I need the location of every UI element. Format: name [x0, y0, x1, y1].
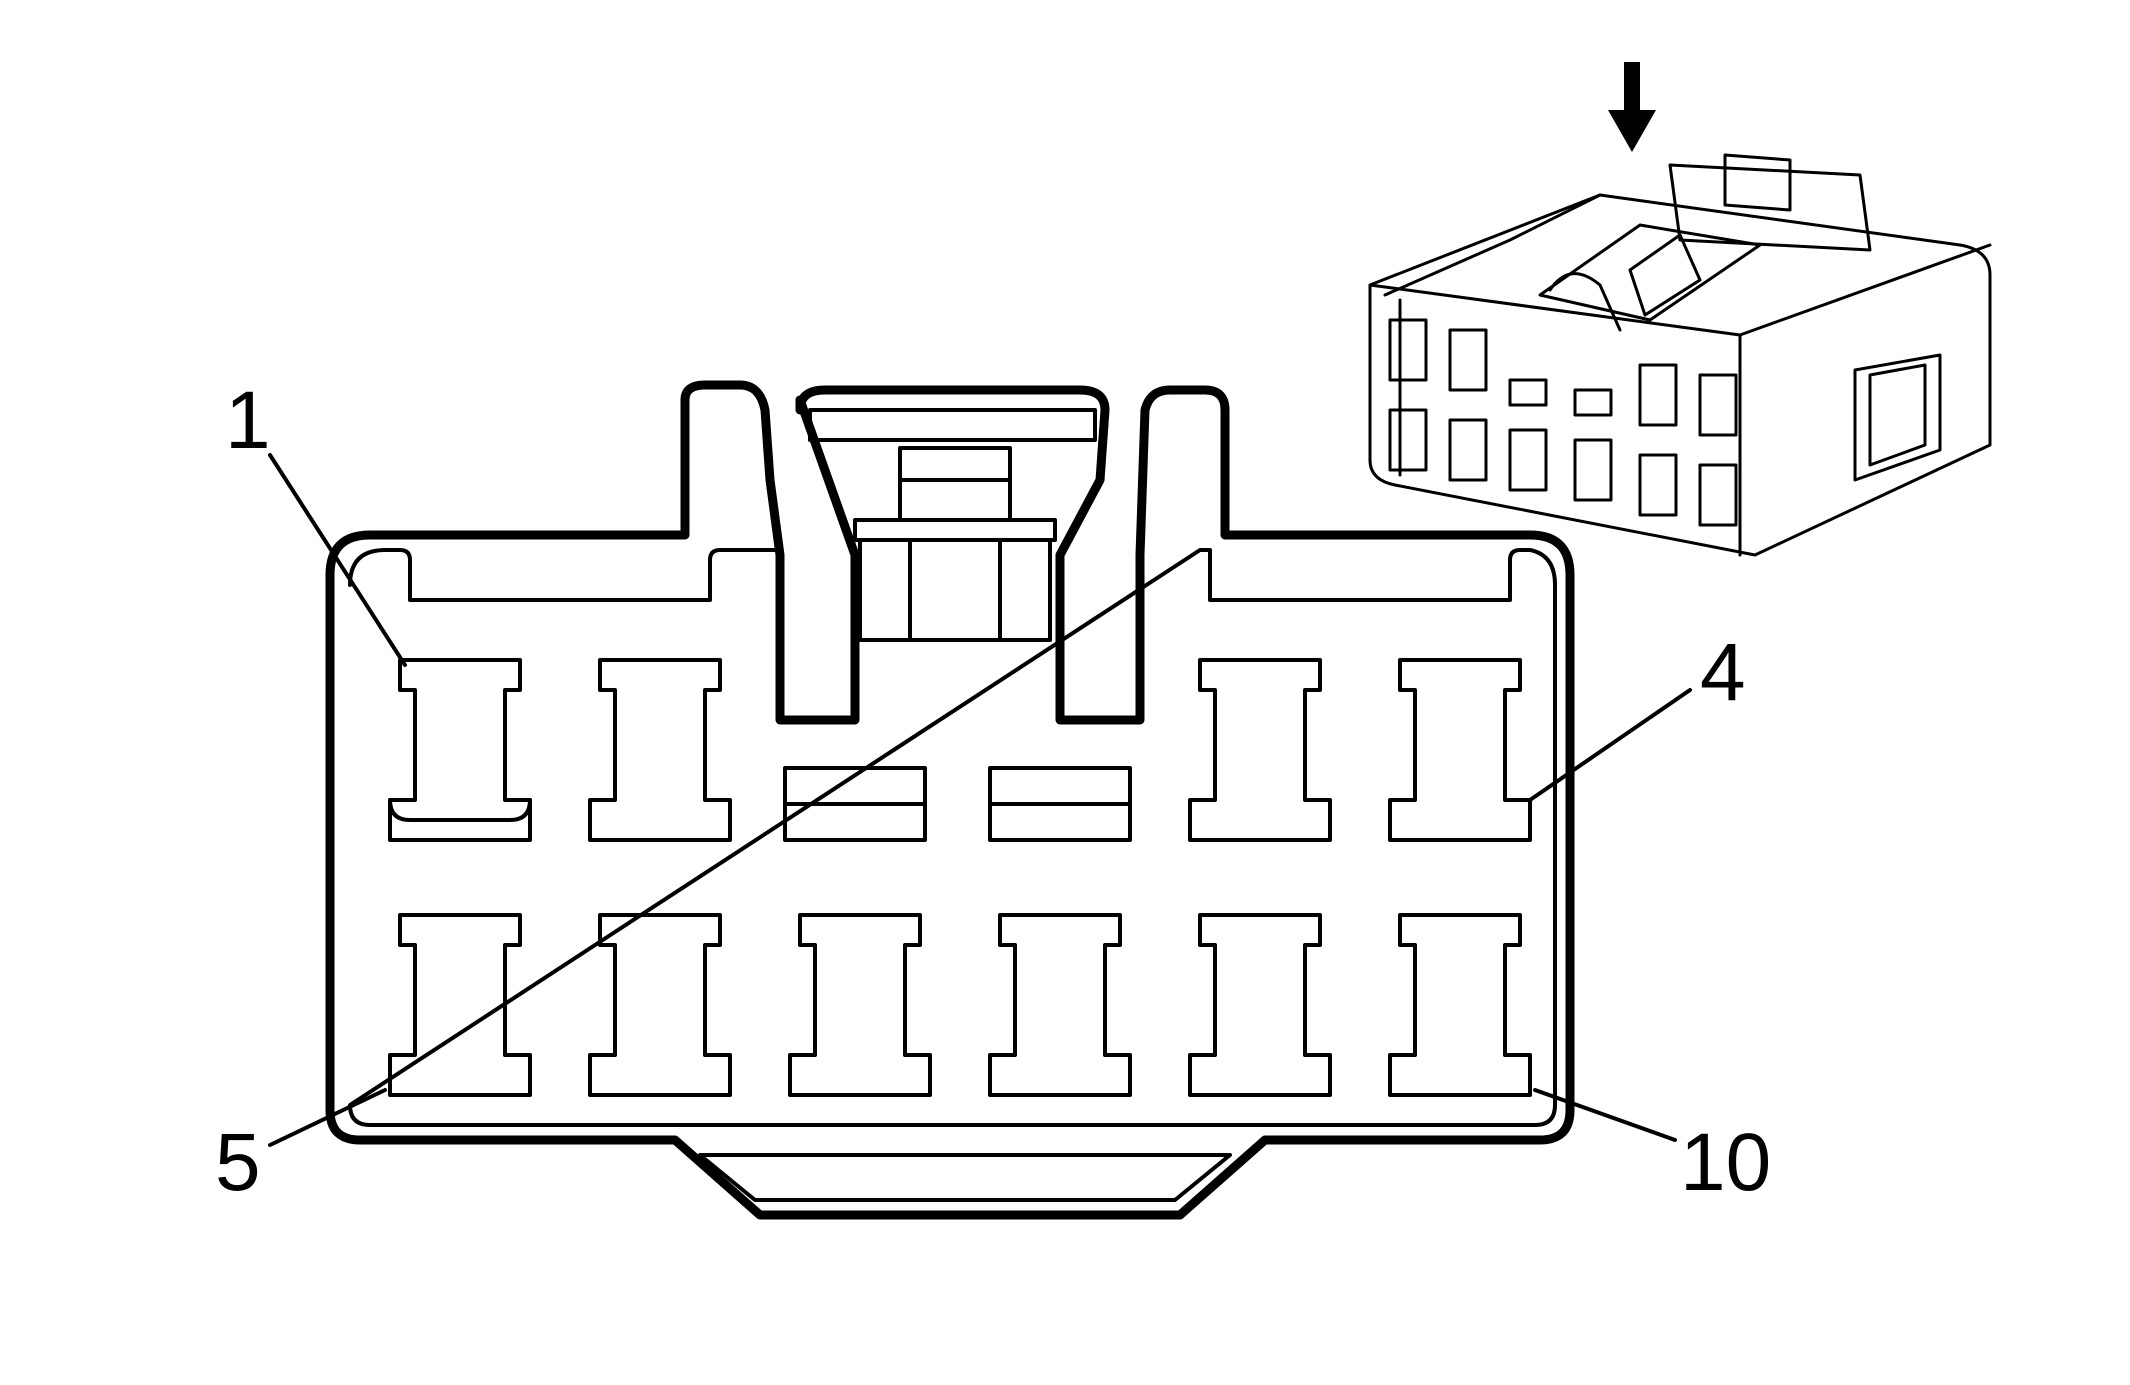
cavity-blank-1: [783, 766, 927, 842]
cavity-1: [388, 658, 532, 842]
leader-lines: [268, 453, 1692, 1147]
pin-label-4: 4: [1700, 627, 1746, 718]
leader-line-5: [268, 1088, 387, 1147]
cavity-blank-2: [988, 766, 1132, 842]
cavity-9: [1188, 913, 1332, 1097]
cavity-7: [788, 913, 932, 1097]
cavity-row-1: [388, 658, 1532, 842]
central-latch: [808, 408, 1097, 642]
leader-line-1: [268, 453, 407, 667]
cavity-6: [588, 913, 732, 1097]
inset-terminals: [1388, 318, 1738, 527]
inset-side-lock: [1853, 353, 1942, 482]
pin-labels: 1 4 5 10: [215, 375, 1771, 1208]
cavity-2: [588, 658, 732, 842]
cavity-4: [1388, 658, 1532, 842]
pin-label-5: 5: [215, 1117, 261, 1208]
down-arrow-icon: [1608, 62, 1656, 152]
connector-face: [325, 380, 1575, 1220]
cavity-10: [1388, 913, 1532, 1097]
housing-inner-rim: [348, 548, 1557, 1127]
bottom-latch: [698, 1153, 1232, 1202]
pin-label-1: 1: [225, 375, 271, 466]
cavity-5: [388, 913, 532, 1097]
housing-outline: [325, 380, 1575, 1220]
cavity-row-2: [388, 913, 1532, 1097]
leader-line-10: [1533, 1088, 1677, 1142]
inset-body-outline: [1368, 193, 1992, 557]
leader-line-4: [1528, 688, 1692, 802]
inset-isometric-view: [1368, 62, 1992, 557]
pin-label-10: 10: [1680, 1117, 1771, 1208]
cavity-8: [988, 913, 1132, 1097]
cavity-3: [1188, 658, 1332, 842]
